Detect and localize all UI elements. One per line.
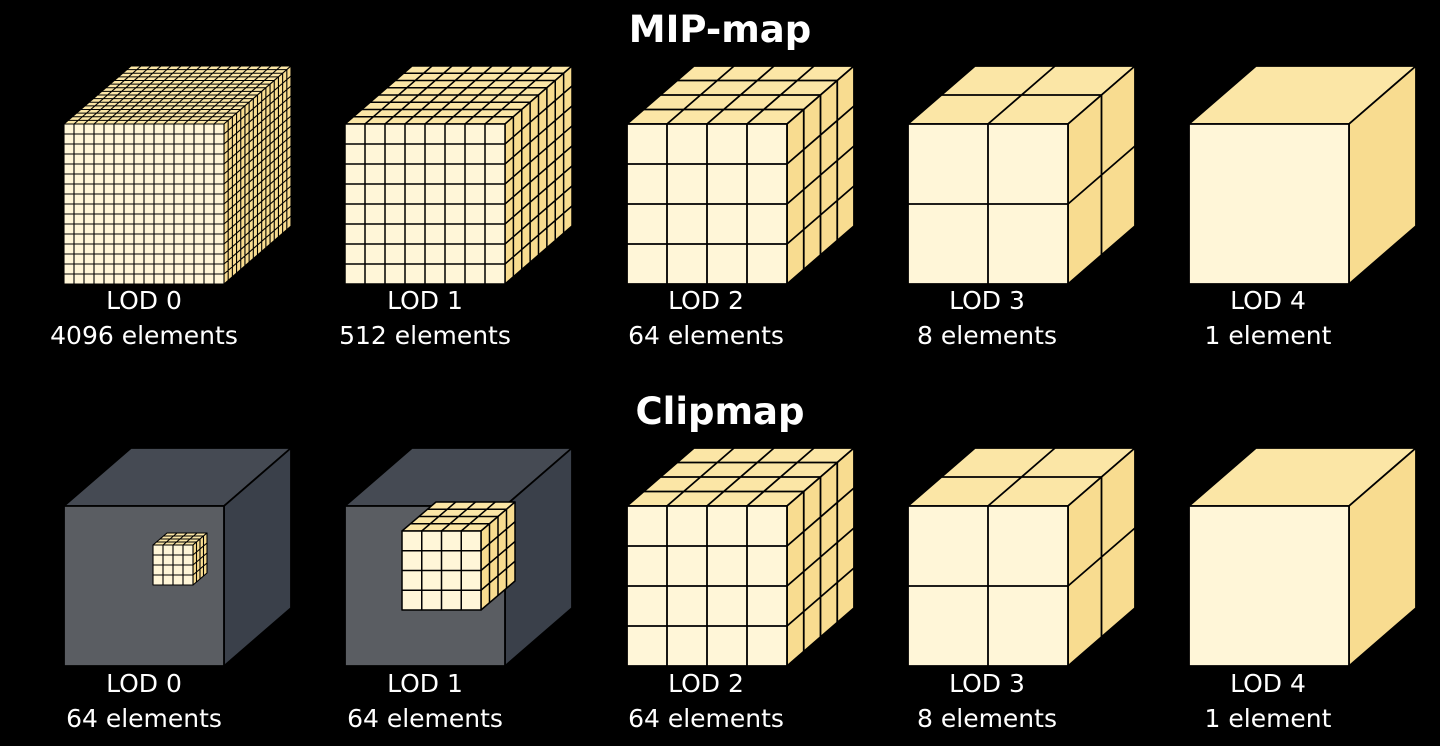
grid-lines (908, 447, 1136, 666)
front-face (63, 505, 225, 667)
mipmap-lod3-cube (907, 65, 1136, 285)
mipmap-lod3-caption: LOD 3 8 elements (847, 283, 1127, 353)
element-count: 64 elements (628, 704, 784, 733)
element-count: 512 elements (339, 321, 511, 350)
lod-label: LOD 0 (106, 286, 182, 315)
element-count: 1 element (1204, 321, 1332, 350)
element-count: 64 elements (347, 704, 503, 733)
lod-label: LOD 3 (949, 286, 1025, 315)
clipmap-lod3-cube (907, 447, 1136, 667)
clipmap-lod4-cube (1188, 447, 1417, 667)
grid-lines (153, 532, 208, 585)
element-count: 1 element (1204, 704, 1332, 733)
lod-label: LOD 4 (1230, 669, 1306, 698)
mipmap-lod1-caption: LOD 1 512 elements (285, 283, 565, 353)
mipmap-lod4-caption: LOD 4 1 element (1128, 283, 1408, 353)
lod-label: LOD 3 (949, 669, 1025, 698)
mipmap-lod2-cube (626, 65, 855, 285)
grid-lines (64, 65, 292, 284)
lod-label: LOD 2 (668, 286, 744, 315)
clipmap-lod0-cube (63, 447, 292, 667)
element-count: 64 elements (66, 704, 222, 733)
front-face (1188, 505, 1350, 667)
mipmap-lod4-cube (1188, 65, 1417, 285)
front-face (1188, 123, 1350, 285)
element-count: 8 elements (917, 321, 1057, 350)
clipmap-lod4-caption: LOD 4 1 element (1128, 666, 1408, 736)
grid-lines (908, 65, 1136, 284)
clipmap-lod1-caption: LOD 1 64 elements (285, 666, 565, 736)
mipmap-lod1-cube (344, 65, 573, 285)
grid-lines (627, 65, 855, 284)
resident-region (401, 501, 516, 611)
clipmap-lod1-cube (344, 447, 573, 667)
clipmap-lod3-caption: LOD 3 8 elements (847, 666, 1127, 736)
element-count: 64 elements (628, 321, 784, 350)
mipmap-lod0-caption: LOD 0 4096 elements (4, 283, 284, 353)
mipmap-lod2-caption: LOD 2 64 elements (566, 283, 846, 353)
element-count: 4096 elements (50, 321, 238, 350)
lod-label: LOD 4 (1230, 286, 1306, 315)
clipmap-title: Clipmap (635, 390, 805, 433)
lod-label: LOD 1 (387, 286, 463, 315)
mipmap-title: MIP-map (628, 8, 812, 51)
clipmap-lod2-cube (626, 447, 855, 667)
resident-region (152, 532, 208, 586)
clipmap-lod0-caption: LOD 0 64 elements (4, 666, 284, 736)
mipmap-lod0-cube (63, 65, 292, 285)
lod-label: LOD 0 (106, 669, 182, 698)
clipmap-lod2-caption: LOD 2 64 elements (566, 666, 846, 736)
element-count: 8 elements (917, 704, 1057, 733)
lod-label: LOD 2 (668, 669, 744, 698)
grid-lines (345, 65, 573, 284)
grid-lines (627, 447, 855, 666)
lod-label: LOD 1 (387, 669, 463, 698)
grid-lines (402, 501, 516, 610)
